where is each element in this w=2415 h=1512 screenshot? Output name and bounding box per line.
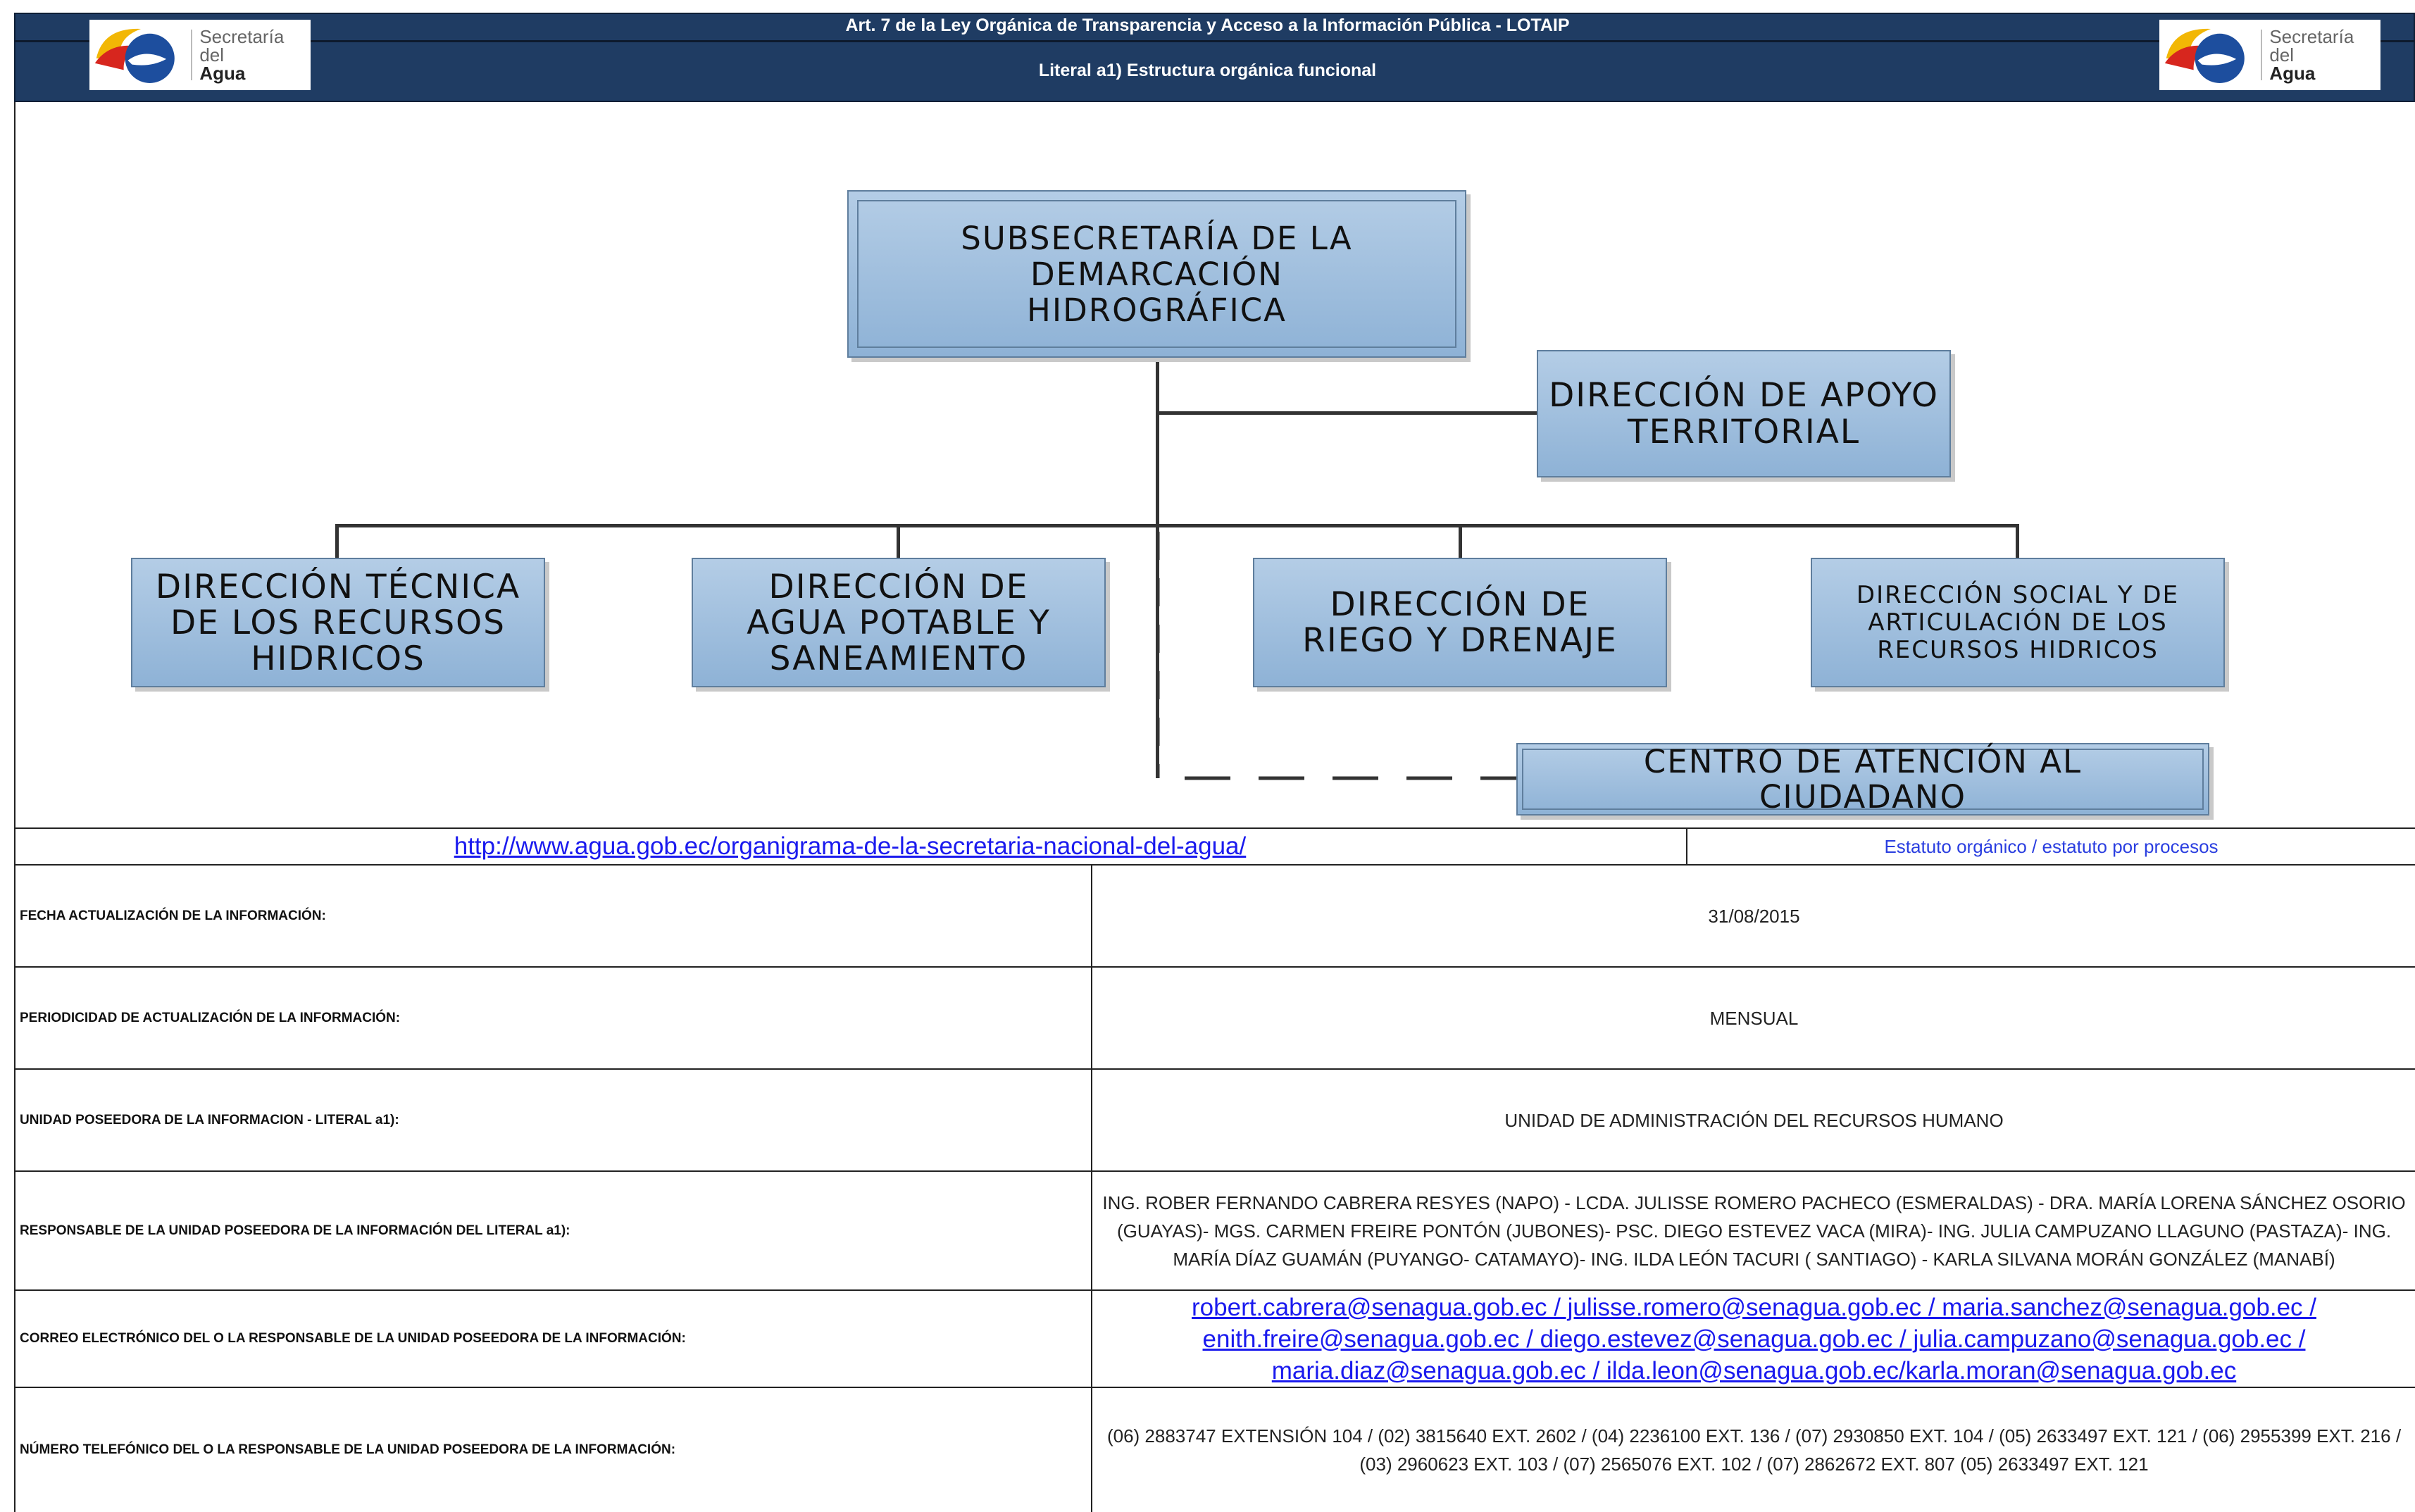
row-label-unidad: UNIDAD POSEEDORA DE LA INFORMACION - LIT…	[20, 1112, 399, 1127]
connector-agua	[897, 524, 900, 558]
logo-line1: Secretaría del	[199, 26, 285, 65]
connector-social	[2016, 524, 2019, 558]
box-social-label: DIRECCIÓN SOCIAL Y DE ARTICULACIÓN DE LO…	[1856, 580, 2180, 664]
logo-left: Secretaría del Agua	[89, 20, 311, 90]
logo-line1: Secretaría del	[2269, 26, 2354, 65]
connector-vertical	[1156, 356, 1159, 778]
box-subsecretaria-label: SUBSECRETARÍA DE LA DEMARCACIÓN HIDROGRÁ…	[961, 219, 1353, 329]
logo-right: Secretaría del Agua	[2159, 20, 2380, 90]
dashed-connector-centro	[1156, 532, 1518, 780]
logo-line2: Agua	[2269, 63, 2316, 84]
row-value-periodicidad: MENSUAL	[1709, 1007, 1799, 1029]
connector-horizontal	[335, 524, 2019, 527]
box-direccion-tecnica: DIRECCIÓN TÉCNICA DE LOS RECURSOS HIDRIC…	[131, 558, 545, 687]
box-riego-label: DIRECCIÓN DE RIEGO Y DRENAJE	[1302, 585, 1618, 660]
row-label-telefono: NÚMERO TELEFÓNICO DEL O LA RESPONSABLE D…	[20, 1442, 676, 1457]
box-tecnica-label: DIRECCIÓN TÉCNICA DE LOS RECURSOS HIDRIC…	[155, 567, 521, 678]
box-agua-potable: DIRECCIÓN DE AGUA POTABLE Y SANEAMIENTO	[692, 558, 1106, 687]
connector-apoyo	[1157, 411, 1537, 415]
organigrama-link[interactable]: http://www.agua.gob.ec/organigrama-de-la…	[454, 832, 1247, 860]
box-apoyo-label: DIRECCIÓN DE APOYO TERRITORIAL	[1549, 375, 1939, 451]
logo-swirl-icon	[2164, 28, 2245, 83]
box-centro-label: CENTRO DE ATENCIÓN AL CIUDADANO	[1643, 742, 2083, 816]
row-value-correo[interactable]: robert.cabrera@senagua.gob.ec / julisse.…	[1192, 1293, 2316, 1385]
row-label-correo: CORREO ELECTRÓNICO DEL O LA RESPONSABLE …	[20, 1331, 686, 1346]
row-label-fecha: FECHA ACTUALIZACIÓN DE LA INFORMACIÓN:	[20, 908, 326, 923]
box-centro-atencion: CENTRO DE ATENCIÓN AL CIUDADANO	[1516, 743, 2209, 816]
box-social-articulacion: DIRECCIÓN SOCIAL Y DE ARTICULACIÓN DE LO…	[1811, 558, 2225, 687]
connector-riego	[1459, 524, 1462, 558]
connector-tecnica	[335, 524, 339, 558]
box-agua-label: DIRECCIÓN DE AGUA POTABLE Y SANEAMIENTO	[747, 567, 1051, 678]
box-apoyo-territorial: DIRECCIÓN DE APOYO TERRITORIAL	[1537, 350, 1951, 477]
box-riego-drenaje: DIRECCIÓN DE RIEGO Y DRENAJE	[1253, 558, 1667, 687]
frame-left	[14, 102, 15, 1512]
header-bar	[14, 13, 2415, 102]
header-title: Art. 7 de la Ley Orgánica de Transparenc…	[845, 15, 1570, 35]
table-line	[14, 864, 2415, 866]
row-value-telefono: (06) 2883747 EXTENSIÓN 104 / (02) 381564…	[1106, 1425, 2402, 1475]
table-top-line	[14, 827, 2415, 829]
header-subtitle: Literal a1) Estructura orgánica funciona…	[1038, 61, 1377, 80]
row-label-periodicidad: PERIODICIDAD DE ACTUALIZACIÓN DE LA INFO…	[20, 1010, 401, 1025]
row-value-fecha: 31/08/2015	[1708, 905, 1800, 927]
row-value-responsable: ING. ROBER FERNANDO CABRERA RESYES (NAPO…	[1102, 1192, 2406, 1270]
row-label-responsable: RESPONSABLE DE LA UNIDAD POSEEDORA DE LA…	[20, 1223, 570, 1238]
table-col-divider	[1091, 865, 1092, 1512]
link-divider	[1686, 828, 1687, 865]
logo-line2: Agua	[199, 63, 246, 84]
box-subsecretaria: SUBSECRETARÍA DE LA DEMARCACIÓN HIDROGRÁ…	[847, 190, 1466, 358]
logo-swirl-icon	[94, 28, 175, 83]
row-value-unidad: UNIDAD DE ADMINISTRACIÓN DEL RECURSOS HU…	[1504, 1109, 2004, 1131]
header-divider	[14, 40, 2415, 42]
estatuto-link[interactable]: Estatuto orgánico / estatuto por proceso…	[1884, 836, 2219, 857]
